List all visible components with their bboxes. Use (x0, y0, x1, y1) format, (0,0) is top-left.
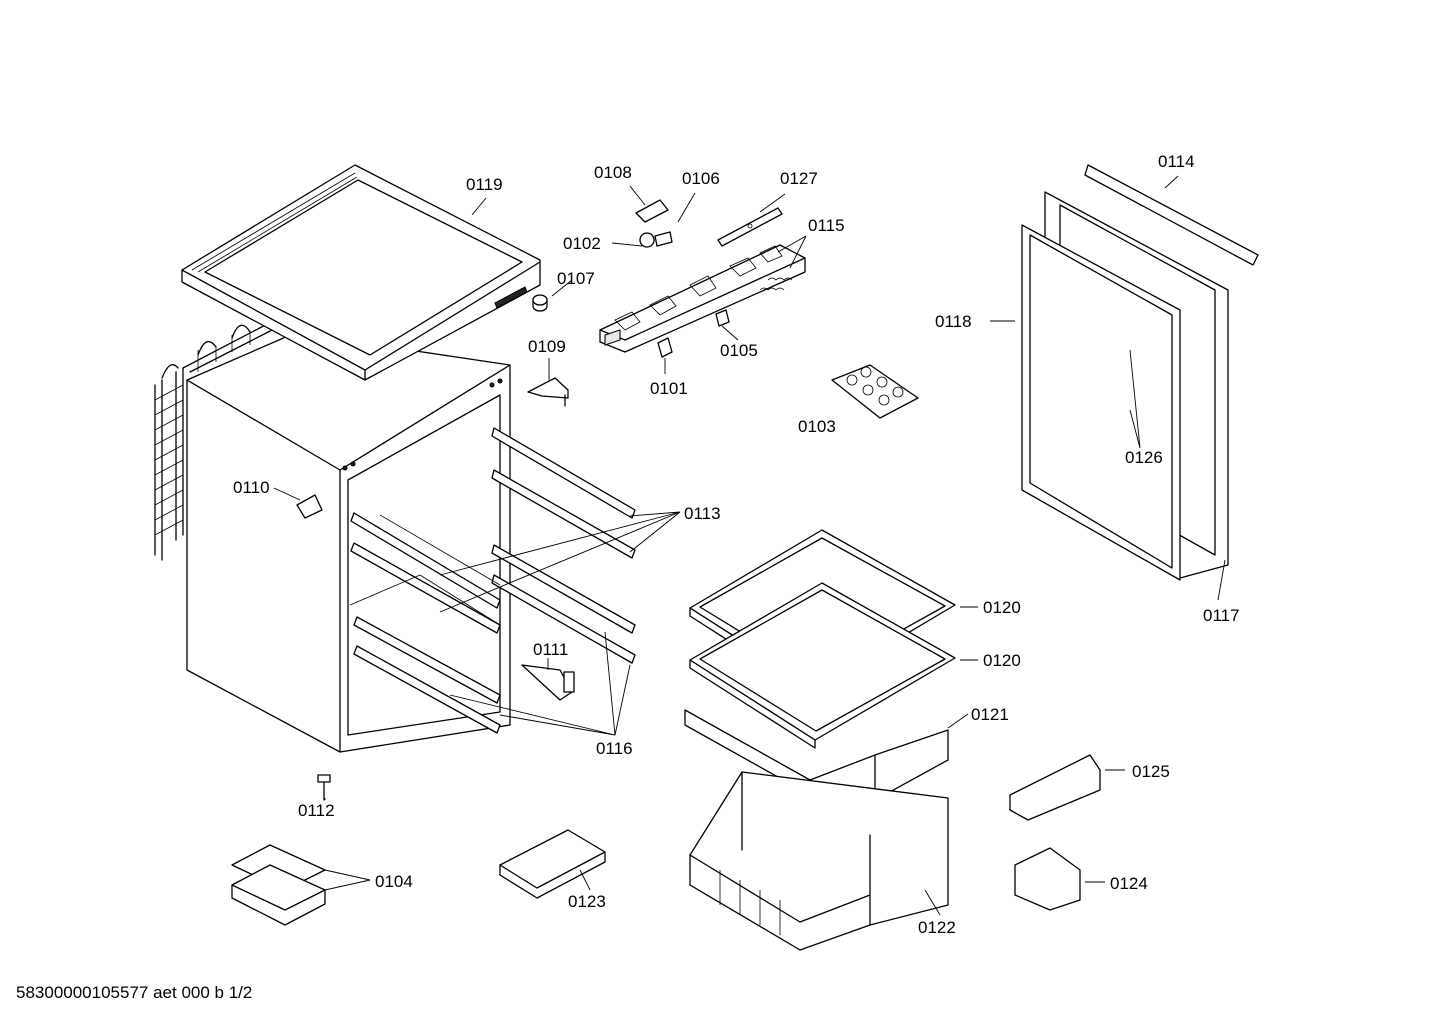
document-id: 58300000105577 aet 000 b 1/2 (16, 983, 252, 1002)
top-hinge (527, 377, 569, 407)
knob (532, 294, 548, 312)
label-0113: 0113 (684, 504, 721, 523)
label-0110: 0110 (233, 478, 270, 497)
leader-lines (273, 175, 1226, 916)
switch-0105 (715, 309, 730, 327)
top-cover (181, 164, 541, 381)
label-0109: 0109 (528, 337, 566, 356)
label-0106: 0106 (682, 169, 720, 188)
door-bin-0125 (1009, 754, 1101, 821)
label-0102: 0102 (563, 234, 601, 253)
label-0115: 0115 (808, 216, 845, 235)
label-0123: 0123 (568, 892, 606, 911)
ice-tray-0104 (231, 844, 326, 926)
label-0122: 0122 (918, 918, 956, 937)
crisper-drawer (689, 771, 949, 951)
inner-ghost (349, 514, 501, 626)
label-0127: 0127 (780, 169, 818, 188)
glass-shelf-lower (689, 582, 956, 749)
door-gasket (1021, 224, 1181, 581)
label-0116: 0116 (596, 739, 633, 758)
hinge-bracket-0110 (296, 494, 323, 519)
thermostat-housing (599, 244, 806, 353)
spring-clips (759, 277, 793, 291)
label-0120-upper: 0120 (983, 598, 1021, 617)
tray-0123 (499, 829, 606, 899)
label-0126: 0126 (1125, 448, 1163, 467)
door-trim-0114 (1084, 164, 1259, 266)
switch-0101 (657, 337, 673, 358)
sensor-strip (717, 207, 783, 247)
condenser-coil (154, 319, 281, 561)
door-bin-0124 (1014, 847, 1081, 911)
label-0120-lower: 0120 (983, 651, 1021, 670)
label-0108: 0108 (594, 163, 632, 182)
label-0105: 0105 (720, 341, 758, 360)
label-0104: 0104 (375, 872, 413, 891)
label-0101: 0101 (650, 379, 688, 398)
shelf-rails (350, 427, 636, 734)
label-0118: 0118 (935, 312, 972, 331)
label-0111: 0111 (533, 640, 568, 659)
bottom-hinge-0111 (521, 664, 575, 701)
label-0124: 0124 (1110, 874, 1148, 893)
label-0117: 0117 (1203, 606, 1240, 625)
cabinet (186, 332, 511, 753)
label-0125: 0125 (1132, 762, 1170, 781)
lamp-socket (635, 199, 673, 248)
label-0103: 0103 (798, 417, 836, 436)
label-0107: 0107 (557, 269, 595, 288)
label-0112: 0112 (298, 801, 335, 820)
label-0114: 0114 (1158, 152, 1195, 171)
label-0119: 0119 (466, 175, 503, 194)
egg-tray (831, 364, 919, 419)
foot-screw (317, 774, 331, 801)
label-0121: 0121 (971, 705, 1009, 724)
